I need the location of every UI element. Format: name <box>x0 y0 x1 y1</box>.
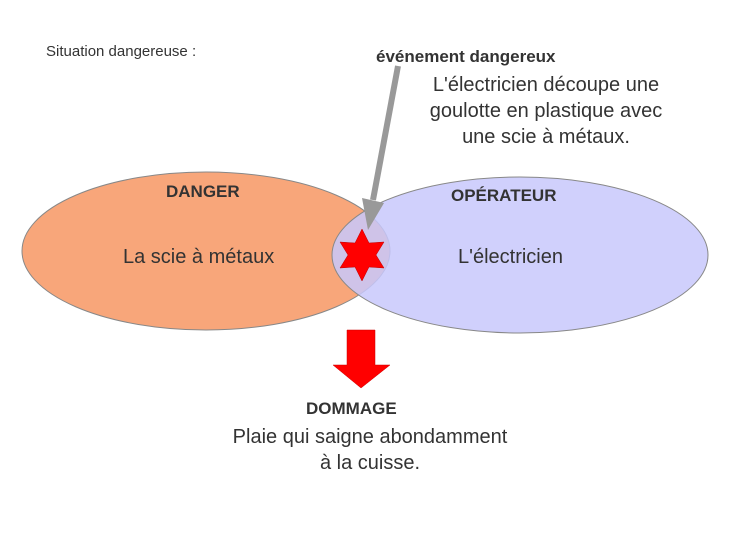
damage-line: Plaie qui saigne abondamment <box>232 426 508 448</box>
event-label: événement dangereux <box>376 47 556 66</box>
damage-down-arrow-icon <box>332 329 391 389</box>
operator-ellipse <box>331 176 709 334</box>
danger-text: La scie à métaux <box>123 246 275 268</box>
operator-text: L'électricien <box>458 246 563 268</box>
damage-label: DOMMAGE <box>306 399 397 418</box>
situation-title: Situation dangereuse : <box>46 43 197 60</box>
event-arrow <box>362 65 401 230</box>
damage-description: Plaie qui saigne abondamment à la cuisse… <box>170 424 570 476</box>
damage-line: à la cuisse. <box>319 452 421 474</box>
operator-label: OPÉRATEUR <box>451 186 557 205</box>
event-description: L'électricien découpe une goulotte en pl… <box>396 72 696 150</box>
event-line: une scie à métaux. <box>462 126 630 148</box>
hazard-star-icon <box>339 228 385 282</box>
event-line: goulotte en plastique avec <box>429 100 663 122</box>
danger-label: DANGER <box>166 182 240 201</box>
event-line: L'électricien découpe une <box>432 74 660 96</box>
